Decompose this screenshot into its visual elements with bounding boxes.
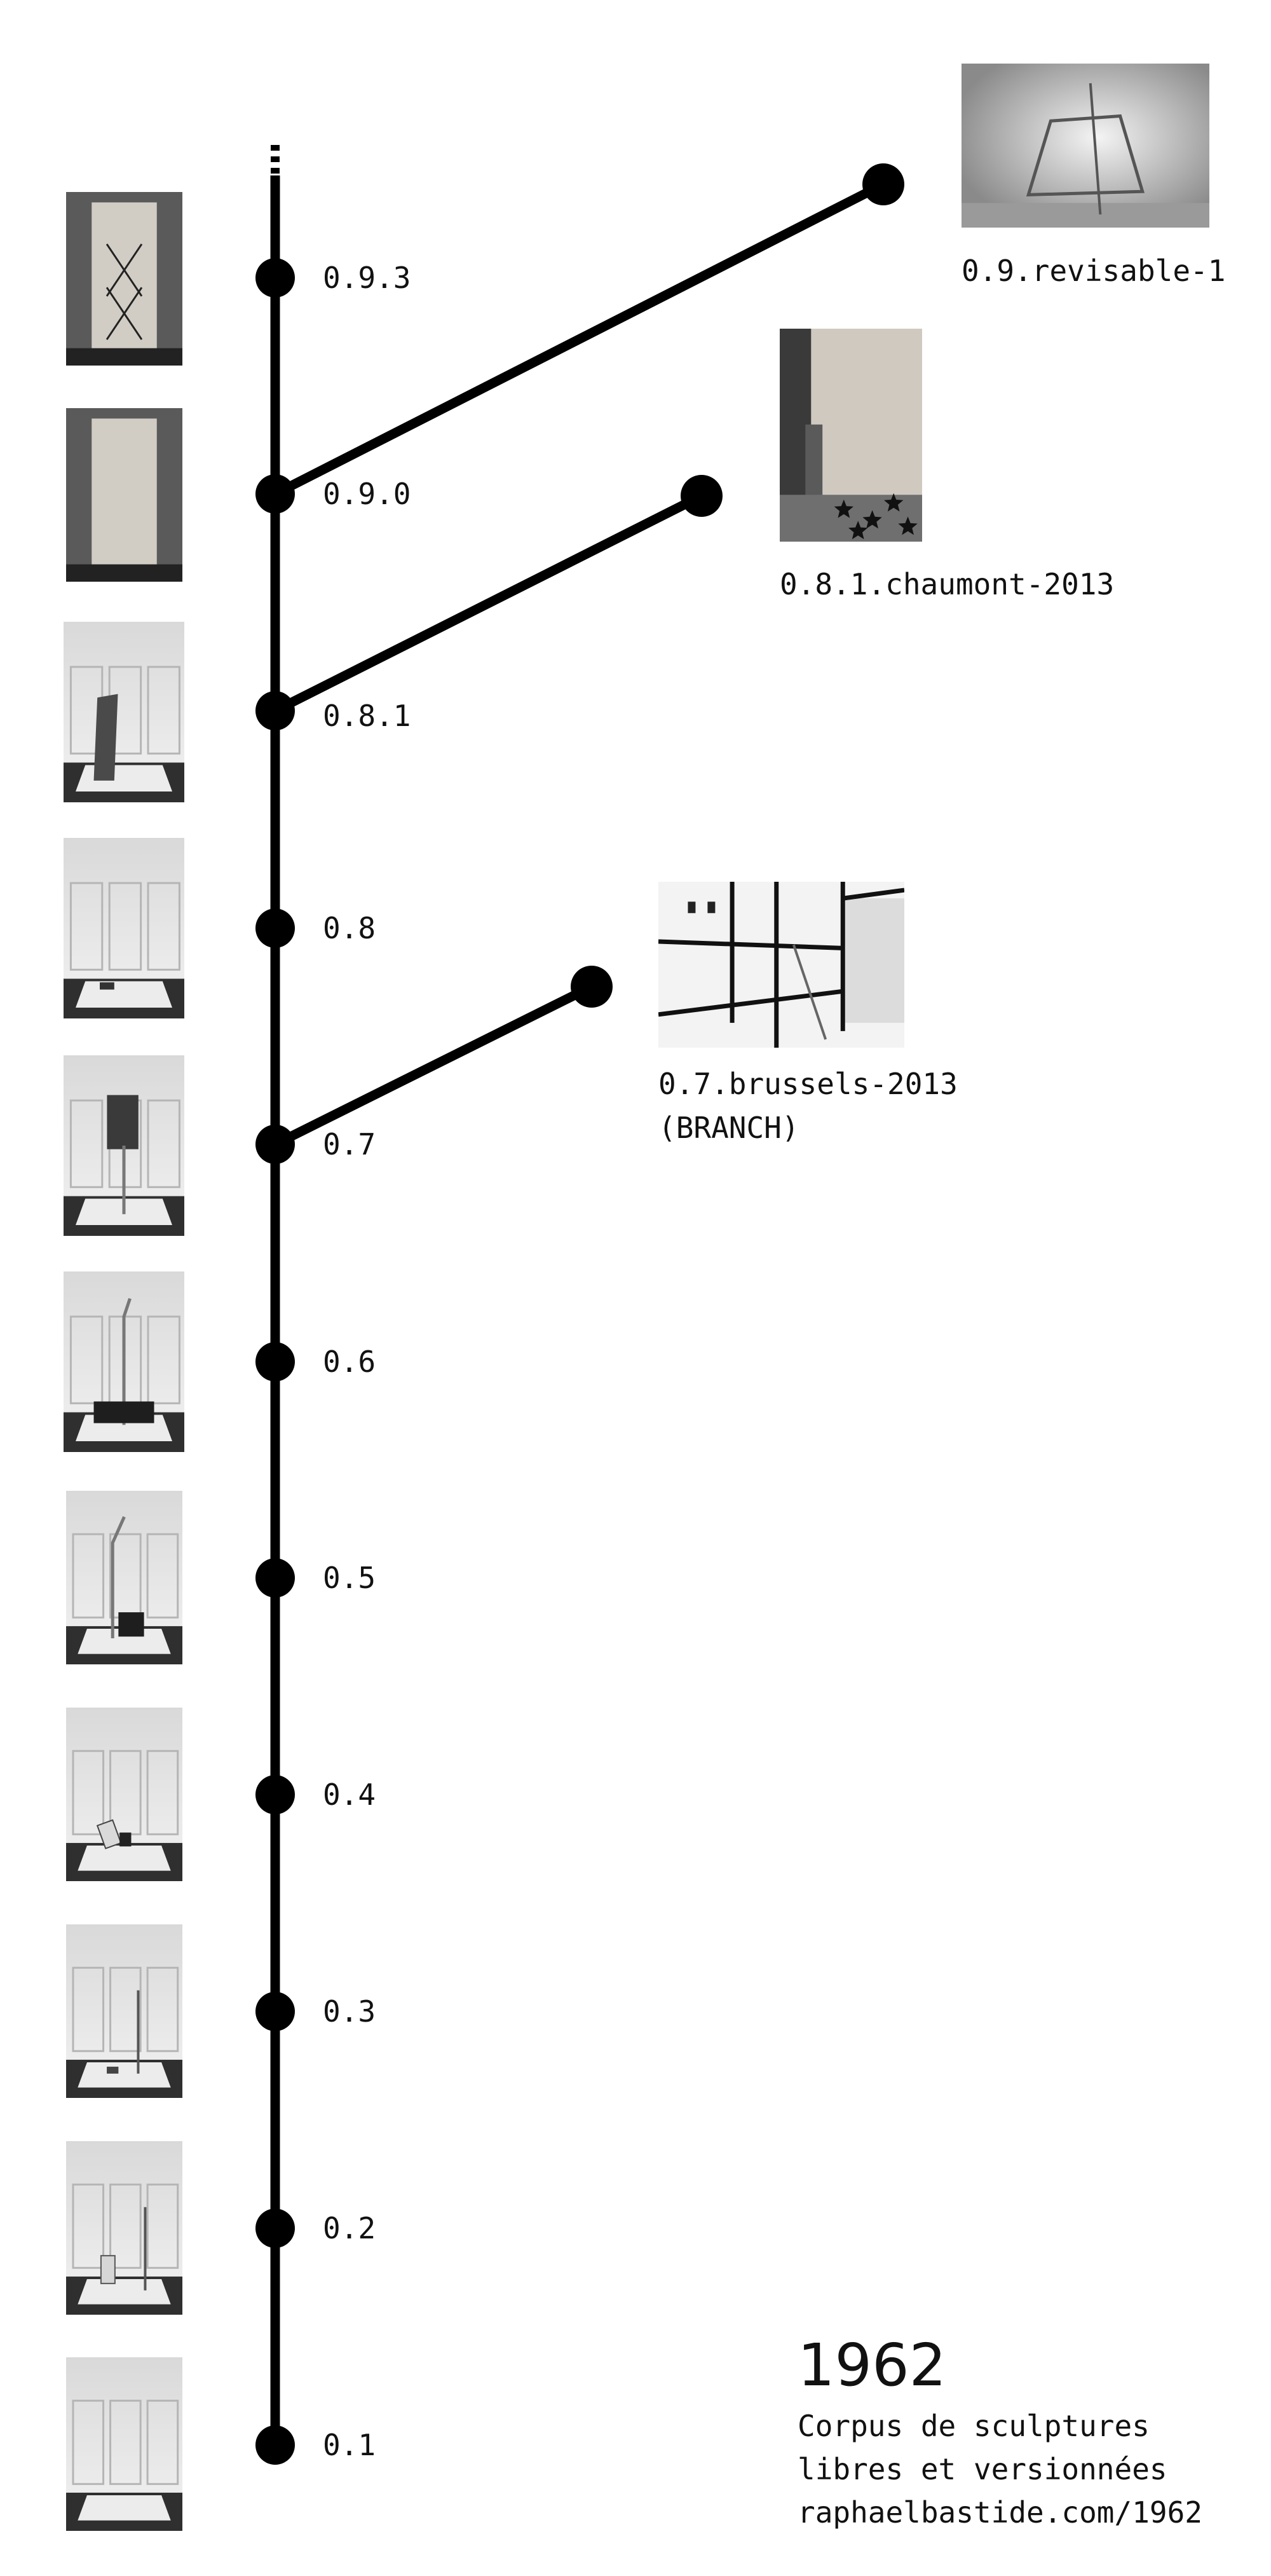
version-label-0.1: 0.1: [323, 2428, 376, 2462]
branch-label-0.7-line-2: (BRANCH): [658, 1111, 799, 1145]
version-node-0.2[interactable]: [255, 2209, 295, 2248]
version-photo-0.4[interactable]: [66, 1708, 182, 1881]
version-node-0.6[interactable]: [255, 1342, 295, 1381]
version-node-0.1[interactable]: [255, 2425, 295, 2465]
branch-label-0.7-line-1: 0.7.brussels-2013: [658, 1067, 958, 1101]
version-label-0.8: 0.8: [323, 911, 376, 945]
trunk-continuation-dash-2: [271, 156, 280, 162]
footer-title: 1962: [798, 2331, 946, 2399]
version-label-0.4: 0.4: [323, 1778, 376, 1812]
version-photo-0.5[interactable]: [66, 1491, 182, 1664]
version-photo-0.6[interactable]: [64, 1271, 184, 1452]
version-label-0.9.0: 0.9.0: [323, 477, 411, 511]
version-label-0.7: 0.7: [323, 1127, 376, 1161]
version-label-0.6: 0.6: [323, 1345, 376, 1379]
version-label-0.2: 0.2: [323, 2211, 376, 2245]
version-node-0.8[interactable]: [255, 908, 295, 948]
version-photo-0.7[interactable]: [64, 1055, 184, 1236]
footer-url[interactable]: raphaelbastide.com/1962: [798, 2495, 1202, 2530]
branch-node-0.9.0[interactable]: [862, 163, 904, 205]
version-label-0.8.1: 0.8.1: [323, 699, 411, 733]
version-node-0.9.3[interactable]: [255, 258, 295, 298]
branch-node-0.7[interactable]: [571, 966, 613, 1008]
version-node-0.5[interactable]: [255, 1558, 295, 1598]
branch-label-0.8.1-line-1: 0.8.1.chaumont-2013: [780, 567, 1114, 601]
trunk-continuation-dash-1: [271, 145, 280, 151]
version-label-0.3: 0.3: [323, 1994, 376, 2029]
version-photo-0.9.0[interactable]: [66, 408, 182, 582]
branch-node-0.8.1[interactable]: [681, 475, 723, 517]
version-photo-0.3[interactable]: [66, 1924, 182, 2098]
branch-photo-0.9.0[interactable]: [962, 64, 1209, 228]
branch-photo-0.8.1[interactable]: [780, 329, 922, 542]
branch-line-0.8.1: [273, 491, 704, 715]
footer-description-line-2: libres et versionnées: [798, 2452, 1167, 2486]
version-label-0.5: 0.5: [323, 1561, 376, 1595]
version-node-0.3[interactable]: [255, 1992, 295, 2031]
version-node-0.4[interactable]: [255, 1775, 295, 1814]
branch-photo-0.7[interactable]: [658, 882, 904, 1048]
version-label-0.9.3: 0.9.3: [323, 261, 411, 295]
version-photo-0.9.3[interactable]: [66, 192, 182, 366]
version-photo-0.2[interactable]: [66, 2141, 182, 2315]
version-photo-0.8.1[interactable]: [64, 622, 184, 802]
footer-description-line-1: Corpus de sculptures: [798, 2409, 1150, 2443]
version-photo-0.1[interactable]: [66, 2357, 182, 2531]
branch-label-0.9.0-line-1: 0.9.revisable-1: [962, 254, 1225, 288]
version-photo-0.8[interactable]: [64, 838, 184, 1018]
branch-line-0.9.0: [273, 180, 886, 498]
trunk-continuation-dash-3: [271, 168, 280, 174]
branch-line-0.7: [273, 982, 594, 1149]
